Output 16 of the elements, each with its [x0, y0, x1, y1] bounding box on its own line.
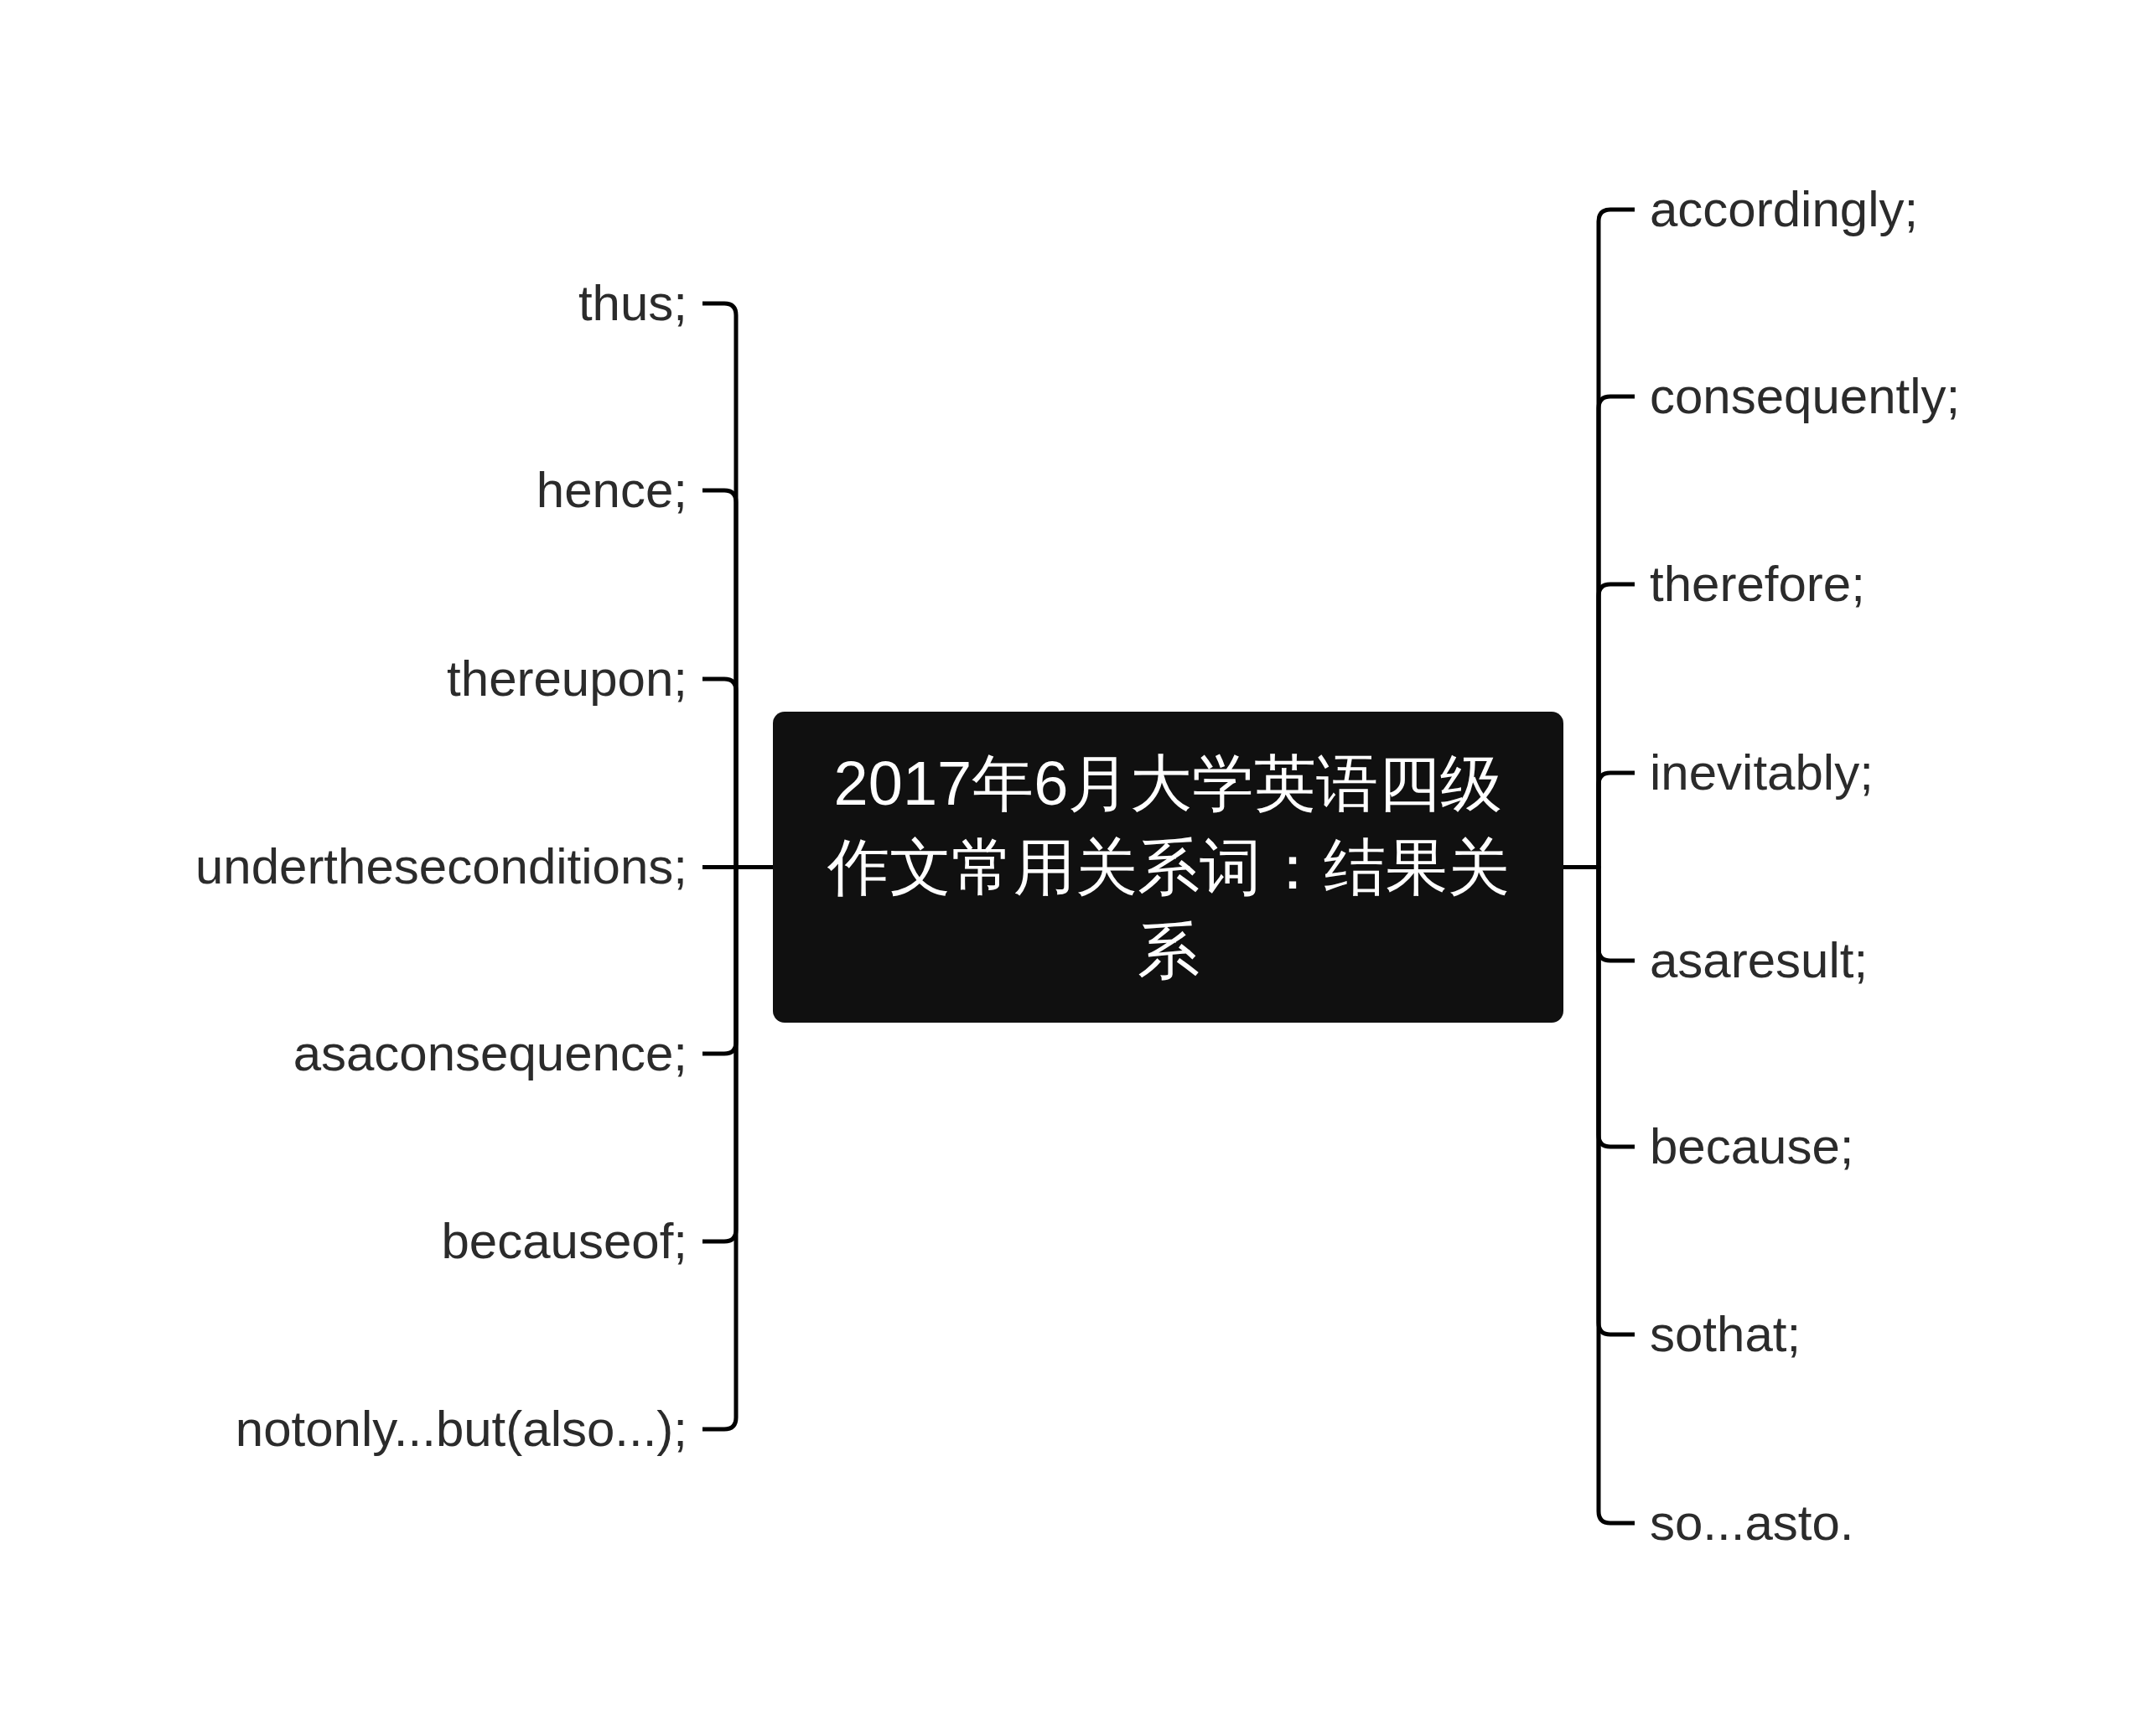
topic-box: 2017年6月大学英语四级作文常用关系词：结果关系: [773, 712, 1563, 1023]
branch-label: accordingly;: [1635, 176, 1919, 243]
branch-label: thus;: [578, 270, 702, 337]
branch-label: so...asto.: [1635, 1490, 1854, 1557]
branch-label: consequently;: [1635, 363, 1961, 430]
branch-label: inevitably;: [1635, 739, 1874, 806]
branch-label: thereupon;: [447, 645, 702, 713]
branch-label: asaconsequence;: [293, 1020, 702, 1087]
branch-label: becauseof;: [441, 1208, 702, 1275]
branch-label: asaresult;: [1635, 927, 1869, 994]
branch-label: hence;: [536, 457, 702, 524]
branch-label: because;: [1635, 1113, 1854, 1180]
branch-label: sothat;: [1635, 1301, 1801, 1368]
branch-label: therefore;: [1635, 551, 1865, 618]
branch-label: notonly...but(also...);: [235, 1396, 702, 1463]
branch-label: undertheseconditions;: [194, 833, 702, 900]
